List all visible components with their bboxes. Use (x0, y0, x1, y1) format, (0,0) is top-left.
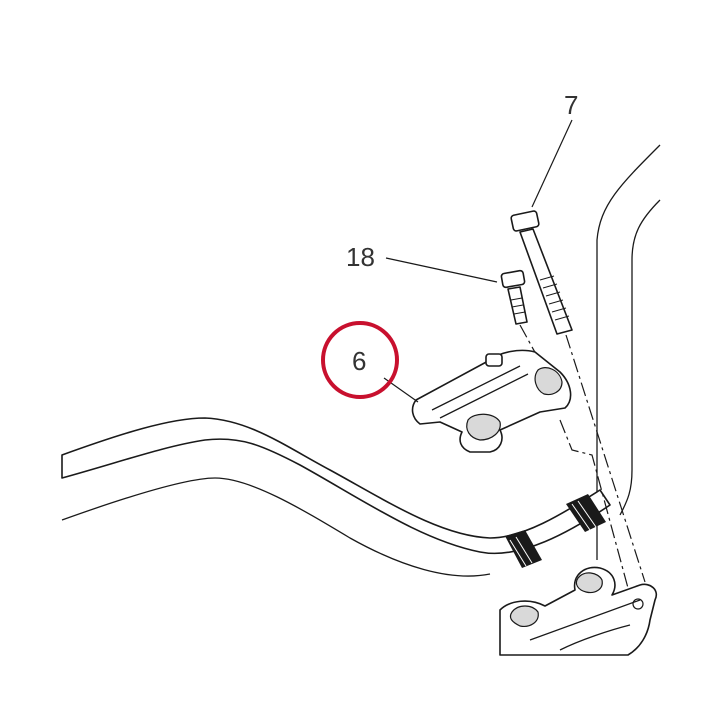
lower-clamp-base (499, 566, 658, 656)
leader-line-18 (385, 257, 498, 283)
callout-6: 6 (352, 346, 366, 376)
highlight-ring (321, 321, 399, 399)
frame-outline (596, 144, 661, 560)
leader-line-7 (531, 119, 573, 208)
bolt-long-part-7 (510, 210, 573, 335)
bolt-short-part-18 (500, 269, 528, 325)
callout-18: 18 (346, 242, 375, 272)
handlebar (61, 417, 611, 577)
callout-7: 7 (564, 90, 578, 120)
upper-clamp-part-6 (411, 349, 572, 453)
assembly-axis-lines (519, 324, 646, 589)
